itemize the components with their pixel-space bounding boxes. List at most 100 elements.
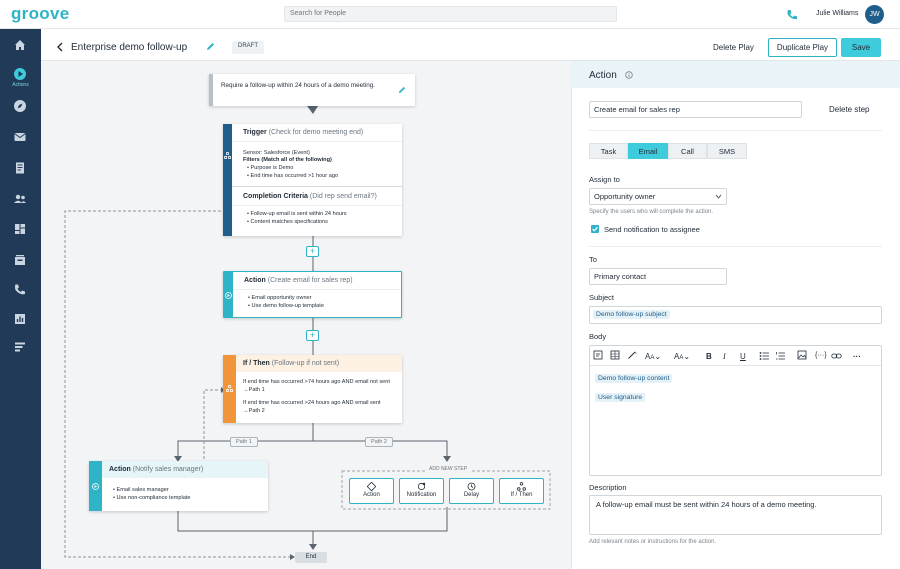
sidebar-active-label: Actions bbox=[12, 82, 29, 88]
add-action-button[interactable]: Action bbox=[349, 478, 394, 504]
delete-step-button[interactable]: Delete step bbox=[829, 105, 870, 114]
divider bbox=[232, 186, 402, 187]
completion-title: Completion Criteria (Did rep send email?… bbox=[243, 193, 377, 200]
code-button[interactable]: {···} bbox=[815, 352, 827, 359]
numbered-list-icon[interactable] bbox=[775, 351, 786, 361]
action-item: • Use demo follow-up template bbox=[248, 303, 324, 309]
notify-checkbox[interactable] bbox=[591, 225, 599, 233]
body-label: Body bbox=[589, 332, 607, 341]
assign-to-label: Assign to bbox=[589, 175, 620, 184]
branch-icon bbox=[226, 385, 233, 392]
clock-icon bbox=[467, 482, 476, 491]
divider bbox=[233, 289, 401, 290]
flow-connectors bbox=[64, 106, 551, 560]
add-step-button[interactable]: + bbox=[306, 330, 319, 341]
if-then-bar bbox=[223, 355, 236, 423]
notification-icon bbox=[417, 482, 426, 491]
bold-button[interactable]: B bbox=[706, 352, 712, 361]
trigger-bar bbox=[223, 124, 232, 236]
info-icon[interactable] bbox=[625, 71, 633, 79]
people-icon[interactable] bbox=[13, 192, 27, 206]
tab-email[interactable]: Email bbox=[628, 143, 668, 159]
template-icon[interactable] bbox=[593, 350, 604, 360]
flow-canvas[interactable]: Require a follow-up within 24 hours of a… bbox=[41, 61, 571, 569]
action-item: • Use non-compliance template bbox=[113, 495, 191, 501]
add-step-button[interactable]: + bbox=[306, 246, 319, 257]
document-icon[interactable] bbox=[13, 161, 27, 175]
step-name-input[interactable]: Create email for sales rep bbox=[589, 101, 802, 118]
list-icon[interactable] bbox=[13, 340, 27, 354]
if-then-header bbox=[236, 355, 402, 372]
action-card[interactable]: Action (Notify sales manager) • Email sa… bbox=[89, 461, 268, 511]
actions-icon[interactable] bbox=[13, 67, 27, 81]
panel-header bbox=[571, 61, 900, 88]
font-family-dropdown[interactable]: AA⌄ bbox=[645, 352, 662, 361]
groove-logo[interactable]: groove bbox=[11, 4, 70, 23]
duplicate-play-button[interactable]: Duplicate Play bbox=[768, 38, 837, 57]
home-icon[interactable] bbox=[13, 38, 27, 52]
assign-to-select[interactable]: Opportunity owner bbox=[589, 188, 727, 205]
analytics-icon[interactable] bbox=[13, 312, 27, 326]
italic-button[interactable]: I bbox=[723, 352, 726, 361]
save-button[interactable]: Save bbox=[841, 38, 881, 57]
if-then-condition: If end time has occurred >74 hours ago A… bbox=[243, 379, 390, 393]
add-option-label: If / Then bbox=[510, 492, 533, 498]
more-options-button[interactable]: ··· bbox=[853, 352, 861, 361]
edit-pencil-icon[interactable] bbox=[398, 86, 406, 94]
edit-pencil-icon[interactable] bbox=[206, 42, 215, 51]
inbox-icon[interactable] bbox=[13, 253, 27, 267]
subject-token[interactable]: Demo follow-up subject bbox=[593, 310, 670, 319]
panel-title: Action bbox=[589, 70, 617, 81]
add-delay-button[interactable]: Delay bbox=[449, 478, 494, 504]
mail-icon[interactable] bbox=[13, 130, 27, 144]
add-new-step-label: ADD NEW STEP bbox=[426, 466, 471, 472]
bullet-list-icon[interactable] bbox=[759, 351, 770, 361]
action-card-selected[interactable]: Action (Create email for sales rep) • Em… bbox=[223, 271, 402, 318]
trigger-filters: Filters (Match all of the following) bbox=[243, 157, 332, 163]
phone-icon[interactable] bbox=[13, 283, 27, 297]
body-token[interactable]: User signature bbox=[595, 393, 646, 402]
to-input[interactable]: Primary contact bbox=[589, 268, 727, 285]
font-size-dropdown[interactable]: AA⌄ bbox=[674, 352, 691, 361]
add-notification-button[interactable]: Notification bbox=[399, 478, 444, 504]
action-icon bbox=[92, 483, 99, 490]
divider bbox=[232, 205, 402, 206]
add-if-then-button[interactable]: If / Then bbox=[499, 478, 544, 504]
image-icon[interactable] bbox=[797, 350, 808, 360]
body-token[interactable]: Demo follow-up content bbox=[595, 374, 673, 383]
back-arrow-icon[interactable] bbox=[56, 42, 64, 52]
avatar[interactable]: JW bbox=[865, 5, 884, 24]
trigger-card[interactable]: Trigger (Check for demo meeting end) Sen… bbox=[223, 124, 402, 236]
phone-icon[interactable] bbox=[786, 9, 798, 21]
branch-icon bbox=[517, 482, 526, 491]
action-icon bbox=[367, 482, 376, 491]
divider bbox=[589, 130, 882, 131]
path-label: Path 1 bbox=[230, 437, 258, 447]
chevron-down-icon[interactable] bbox=[715, 194, 722, 199]
link-icon[interactable] bbox=[831, 351, 842, 361]
description-textarea[interactable]: A follow-up email must be sent within 24… bbox=[589, 495, 882, 535]
user-name[interactable]: Julie Williams bbox=[816, 10, 859, 17]
magic-wand-icon[interactable] bbox=[627, 350, 638, 360]
if-then-card[interactable]: If / Then (Follow-up if not sent) If end… bbox=[223, 355, 402, 423]
page-title: Enterprise demo follow-up bbox=[71, 42, 188, 53]
body-editor[interactable] bbox=[589, 345, 882, 476]
start-note-card[interactable]: Require a follow-up within 24 hours of a… bbox=[209, 74, 415, 106]
underline-button[interactable]: U bbox=[740, 352, 746, 361]
tab-sms[interactable]: SMS bbox=[707, 143, 747, 159]
completion-item: • Follow-up email is sent within 24 hour… bbox=[247, 211, 347, 217]
completion-item: • Content matches specifications bbox=[247, 219, 328, 225]
tab-call[interactable]: Call bbox=[668, 143, 707, 159]
table-icon[interactable] bbox=[610, 350, 621, 360]
action-title: Action (Notify sales manager) bbox=[109, 466, 204, 473]
if-then-condition: If end time has occurred >24 hours ago A… bbox=[243, 400, 381, 414]
dashboard-icon[interactable] bbox=[13, 222, 27, 236]
end-node: End bbox=[295, 552, 327, 563]
compass-icon[interactable] bbox=[13, 99, 27, 113]
search-input[interactable]: Search for People bbox=[284, 6, 617, 22]
delete-play-button[interactable]: Delete Play bbox=[713, 43, 754, 52]
tab-task[interactable]: Task bbox=[589, 143, 628, 159]
divider bbox=[232, 141, 402, 142]
notify-label: Send notification to assignee bbox=[604, 225, 700, 234]
assign-hint: Specify the users who will complete the … bbox=[589, 209, 714, 215]
